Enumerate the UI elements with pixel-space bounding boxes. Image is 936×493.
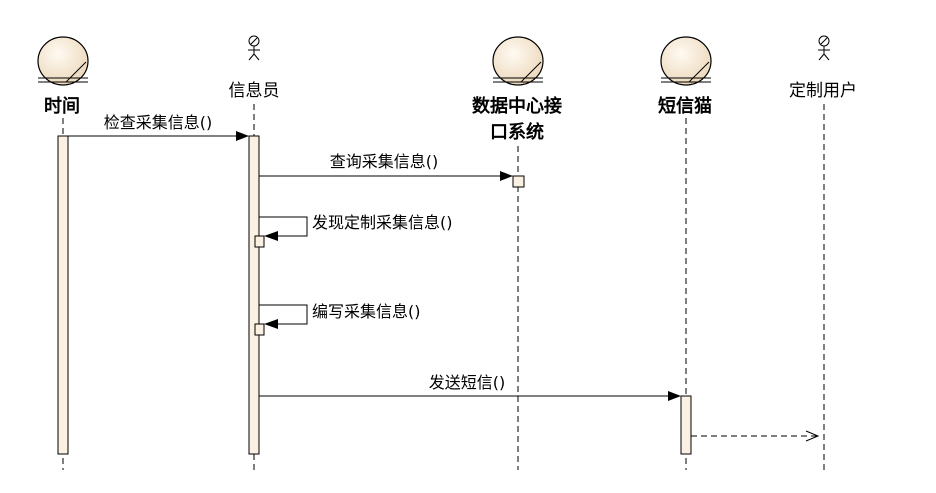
participant-time: 时间	[37, 36, 89, 470]
message-label: 编写采集信息()	[312, 302, 421, 321]
activation-bar	[57, 135, 69, 455]
participant-label: 时间	[44, 96, 80, 117]
arrowhead-filled	[500, 171, 513, 181]
message-check-info: 检查采集信息()	[68, 113, 249, 141]
message-query-info: 查询采集信息()	[259, 152, 513, 181]
participant-custom-user: 定制用户	[789, 35, 857, 470]
participant-label: 定制用户	[789, 81, 857, 101]
arrowhead-open	[805, 430, 820, 442]
activation-bar	[680, 395, 692, 455]
participant-label-line2: 口系统	[490, 121, 544, 143]
actor-icon	[248, 35, 260, 61]
activation-bar	[512, 175, 525, 188]
activation-bar	[254, 323, 265, 336]
participant-label: 短信猫	[658, 95, 712, 117]
arrowhead-filled	[264, 319, 278, 329]
arrowhead-filled	[264, 231, 278, 241]
activation-bar	[248, 135, 260, 455]
participant-datacenter: 数据中心接 口系统	[472, 36, 562, 470]
participant-clerk: 信息员	[229, 35, 280, 470]
arrowhead-filled	[236, 131, 249, 141]
control-icon	[37, 36, 89, 86]
message-find-custom-info: 发现定制采集信息()	[259, 213, 453, 241]
message-label: 发送短信()	[429, 373, 506, 392]
participant-label: 信息员	[229, 81, 280, 101]
message-label: 检查采集信息()	[104, 113, 213, 132]
message-write-info: 编写采集信息()	[259, 302, 421, 329]
message-send-sms: 发送短信()	[259, 373, 681, 401]
message-return	[691, 430, 820, 442]
control-icon	[660, 36, 712, 86]
arrowhead-filled	[668, 391, 681, 401]
message-label: 发现定制采集信息()	[312, 213, 453, 232]
control-icon	[492, 36, 544, 86]
activation-bar	[254, 235, 265, 248]
participant-label-line1: 数据中心接	[472, 95, 562, 117]
actor-icon	[818, 35, 830, 61]
participant-sms-cat: 短信猫	[658, 36, 712, 470]
message-label: 查询采集信息()	[330, 152, 439, 171]
